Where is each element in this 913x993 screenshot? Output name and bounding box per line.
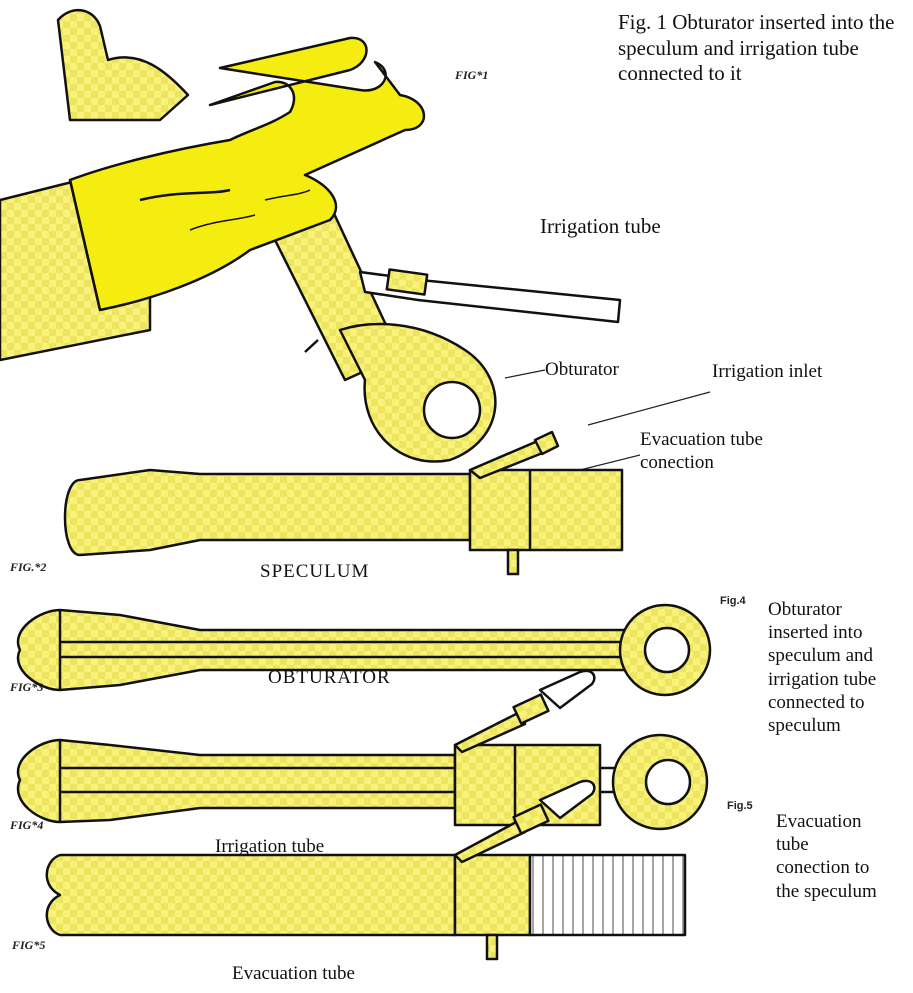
fig2-speculum xyxy=(65,432,622,574)
fig5-hub xyxy=(455,855,530,935)
irrigation-tube-label-bottom: Irrigation tube xyxy=(215,835,324,858)
fig4-side-label: Fig.4 xyxy=(720,595,746,607)
speculum-label: SPECULUM xyxy=(260,560,369,583)
fig4-label: FIG*4 xyxy=(10,818,43,833)
background-hand xyxy=(58,10,188,120)
fig4-irrigation-tube xyxy=(540,671,594,708)
speculum-shaft xyxy=(65,470,470,555)
fig1-obturator-hole xyxy=(424,382,480,438)
fig4-assembly xyxy=(18,671,707,829)
fig3-label: FIG*3 xyxy=(10,680,43,695)
fig1-hand-assembly xyxy=(0,10,620,461)
evacuation-tube-label: Evacuation tube xyxy=(232,962,355,985)
obturator-label: Obturator xyxy=(545,358,619,381)
fig5-description: Evacuation tube conection to the speculu… xyxy=(776,810,877,903)
irrigation-inlet-label: Irrigation inlet xyxy=(712,360,822,383)
fig5-post xyxy=(487,935,497,959)
speculum-hub xyxy=(470,470,622,550)
fig5-side-label: Fig.5 xyxy=(727,800,753,812)
fig4-description: Obturator inserted into speculum and irr… xyxy=(768,598,876,737)
fig2-post xyxy=(508,550,518,574)
irrigation-tube-label-top: Irrigation tube xyxy=(540,214,661,240)
obturator-ring-hole xyxy=(645,628,689,672)
figure-title: Fig. 1 Obturator inserted into the specu… xyxy=(618,10,903,87)
evacuation-tube-ribbed xyxy=(530,855,685,935)
fig5-label: FIG*5 xyxy=(12,938,45,953)
fig1-tube-connector xyxy=(387,269,427,294)
evacuation-tube-connection-label: Evacuation tube conection xyxy=(640,428,763,474)
obturator-caps-label: OBTURATOR xyxy=(268,666,391,689)
fig1-label: FIG*1 xyxy=(455,68,488,83)
fig2-label: FIG.*2 xyxy=(10,560,46,575)
